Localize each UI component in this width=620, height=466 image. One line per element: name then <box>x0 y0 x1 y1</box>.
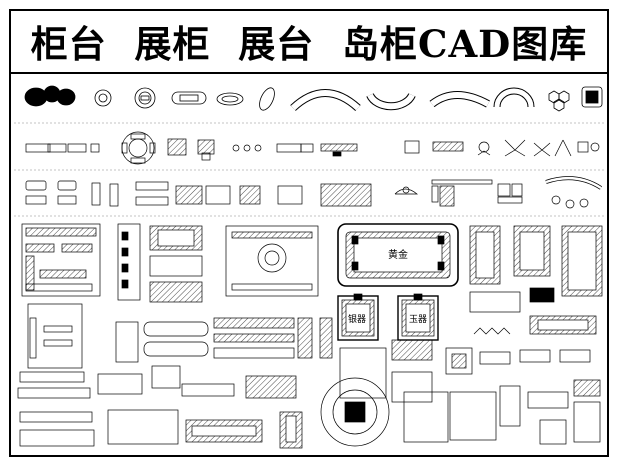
shop-layout-right <box>339 225 603 445</box>
tilted-oval-symbol <box>259 87 275 111</box>
gold-counter-label: 黄金 <box>388 248 408 261</box>
row3-symbols <box>25 176 603 209</box>
round-kiosk-layout <box>225 225 319 297</box>
oval-table-symbol <box>216 92 244 106</box>
row1-symbols <box>24 85 603 112</box>
half-ring-counter <box>493 87 535 108</box>
round-booth-symbol <box>121 131 156 165</box>
sheet-border <box>9 9 609 457</box>
page-title: 柜台 展柜 展台 岛柜CAD图库 <box>30 22 588 66</box>
silver-counter <box>337 293 379 341</box>
round-display-layout <box>320 377 390 447</box>
gold-counter <box>337 223 459 287</box>
hexagon-cluster-symbol <box>548 90 570 112</box>
arc-counter-symbol <box>366 93 416 111</box>
row-separators <box>14 122 606 217</box>
curved-counter-short <box>429 91 490 108</box>
ornament-symbols <box>477 139 600 157</box>
jade-counter-label: 玉器 <box>409 314 427 325</box>
shop-layout-left <box>17 223 101 447</box>
curved-counter-long <box>290 89 361 112</box>
silver-counter-label: 银器 <box>348 313 366 325</box>
round-table-symbol <box>134 87 156 109</box>
round-stand-symbol <box>94 89 112 107</box>
square-island-symbol <box>581 86 603 108</box>
row2-symbols <box>25 131 600 165</box>
shop-layout-center <box>97 223 390 449</box>
title-divider <box>11 72 607 74</box>
trefoil-display-symbol <box>24 85 76 107</box>
jade-counter <box>397 293 439 341</box>
capsule-counter-symbol <box>171 91 207 105</box>
